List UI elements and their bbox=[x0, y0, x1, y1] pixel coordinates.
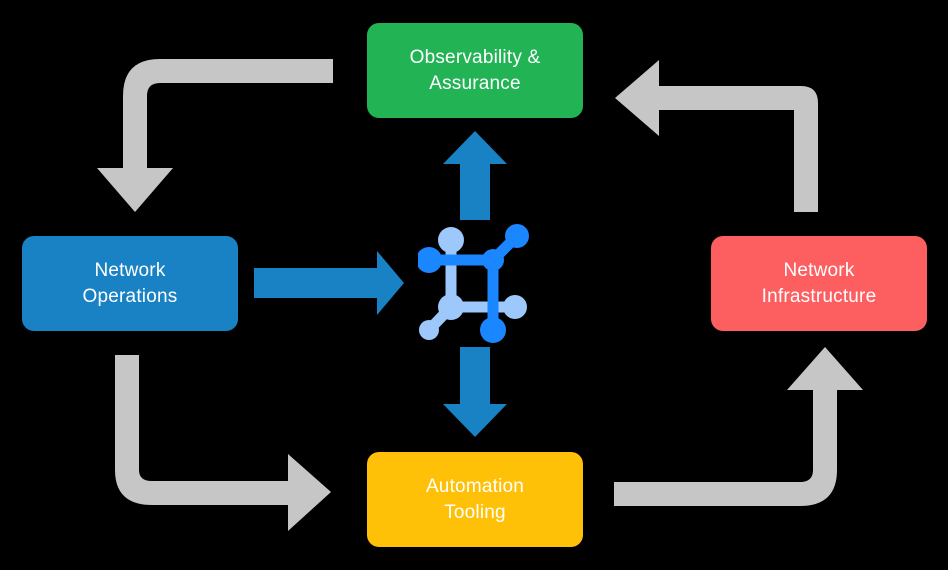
arrow-operations-to-center bbox=[254, 251, 404, 315]
node-network-operations[interactable]: Network Operations bbox=[22, 236, 238, 331]
arrow-center-to-automation bbox=[443, 347, 507, 437]
arrow-observability-to-operations bbox=[97, 59, 333, 212]
node-network-infrastructure[interactable]: Network Infrastructure bbox=[711, 236, 927, 331]
topology-light-nodes bbox=[419, 227, 527, 340]
node-label-network-infrastructure: Network Infrastructure bbox=[761, 259, 877, 307]
node-label-observability: Observability & Assurance bbox=[409, 46, 541, 94]
topology-dark-nodes bbox=[416, 224, 529, 343]
network-topology-icon bbox=[416, 222, 540, 344]
arrow-center-to-observability bbox=[443, 131, 507, 220]
network-topology-icon-svg bbox=[416, 224, 529, 343]
node-label-automation-tooling: Automation Tooling bbox=[425, 475, 525, 523]
node-automation-tooling[interactable]: Automation Tooling bbox=[367, 452, 583, 547]
arrow-automation-to-infrastructure bbox=[614, 347, 863, 506]
arrow-operations-to-automation bbox=[115, 355, 331, 531]
node-label-network-operations: Network Operations bbox=[82, 259, 178, 307]
node-observability-assurance[interactable]: Observability & Assurance bbox=[367, 23, 583, 118]
arrow-infrastructure-to-observability bbox=[615, 60, 818, 212]
